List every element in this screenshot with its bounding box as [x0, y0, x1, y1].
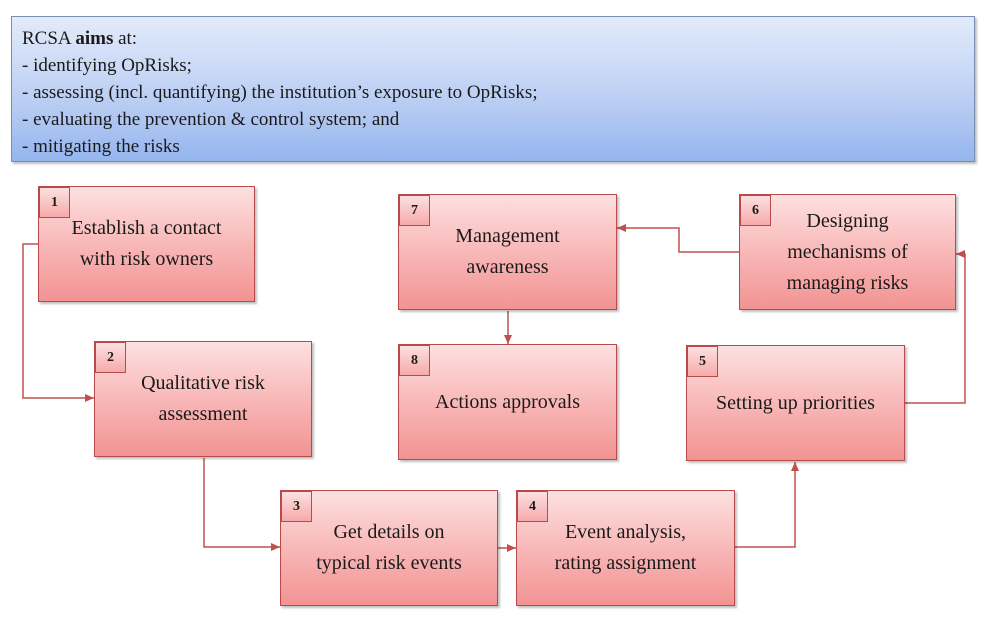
step-number: 5 — [687, 346, 718, 377]
step-1-establish-contact: 1 Establish a contact with risk owners — [38, 186, 255, 302]
step-label: Setting up priorities — [716, 391, 875, 414]
aim-item: - mitigating the risks — [22, 136, 180, 157]
step-number: 4 — [517, 491, 548, 522]
step-label: Event analysis, rating assignment — [554, 521, 697, 574]
arrow-6-to-7 — [617, 224, 739, 253]
step-3-risk-events: 3 Get details on typical risk events — [280, 490, 498, 606]
step-number: 1 — [39, 187, 70, 218]
rcsa-aims-box: RCSA aims at: - identifying OpRisks; - a… — [11, 16, 975, 162]
aim-item: - identifying OpRisks; — [22, 55, 192, 76]
step-number: 6 — [740, 195, 771, 226]
step-4-event-analysis: 4 Event analysis, rating assignment — [516, 490, 735, 606]
step-label: Qualitative risk assessment — [141, 372, 265, 425]
arrow-5-to-6 — [905, 250, 966, 404]
step-label: Designing mechanisms of managing risks — [786, 209, 909, 294]
step-number: 7 — [399, 195, 430, 226]
step-number: 2 — [95, 342, 126, 373]
step-label: Management awareness — [455, 225, 560, 278]
step-5-priorities: 5 Setting up priorities — [686, 345, 905, 461]
arrow-2-to-3 — [203, 458, 280, 551]
step-label: Actions approvals — [435, 390, 580, 413]
step-number: 8 — [399, 345, 430, 376]
aim-item: - evaluating the prevention & control sy… — [22, 109, 400, 130]
arrow-4-to-5 — [735, 462, 799, 548]
aim-item: - assessing (incl. quantifying) the inst… — [22, 82, 538, 103]
step-label: Get details on typical risk events — [316, 521, 462, 574]
arrow-1-to-2 — [22, 243, 94, 402]
step-8-actions-approvals: 8 Actions approvals — [398, 344, 617, 460]
step-6-designing-mechanisms: 6 Designing mechanisms of managing risks — [739, 194, 956, 310]
step-number: 3 — [281, 491, 312, 522]
step-7-management-awareness: 7 Management awareness — [398, 194, 617, 310]
step-2-qualitative-assessment: 2 Qualitative risk assessment — [94, 341, 312, 457]
step-label: Establish a contact with risk owners — [71, 217, 222, 270]
aims-title: RCSA aims at: — [22, 28, 138, 49]
